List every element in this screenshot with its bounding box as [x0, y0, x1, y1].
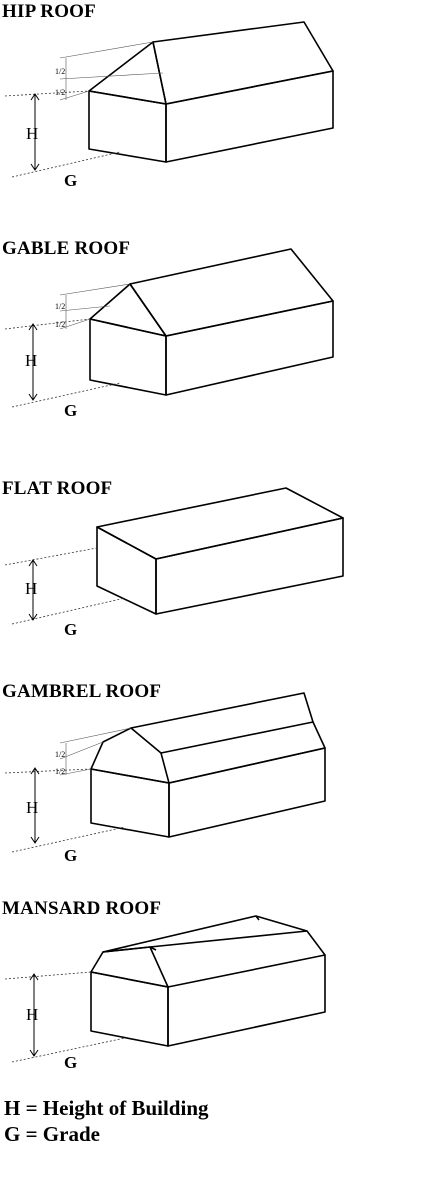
gable-roof-title: GABLE ROOF: [2, 238, 131, 259]
gambrel-roof-height-label: H: [26, 798, 38, 817]
mansard-roof-front-wall: [90, 971, 169, 1047]
gambrel-roof-slopes: [130, 692, 326, 749]
gambrel-roof-diagram: 1/2 1/2 H G: [4, 692, 326, 865]
gambrel-roof-half-upper: 1/2: [55, 750, 65, 759]
mansard-roof-top: [102, 915, 308, 953]
mansard-roof-front-slope: [90, 946, 169, 988]
legend-height: H = Height of Building: [4, 1096, 209, 1120]
gable-roof-half-upper: 1/2: [55, 302, 65, 311]
gambrel-roof-half-lower: 1/2: [55, 767, 65, 776]
gambrel-roof-gable-end: [90, 727, 170, 784]
gable-roof-gable-end: [89, 283, 167, 337]
gable-roof-slope: [129, 248, 334, 337]
hip-roof-title: HIP ROOF: [2, 1, 96, 22]
hip-roof-half-lower: 1/2: [55, 88, 65, 97]
hip-roof-diagram: 1/2 1/2 H G: [4, 21, 334, 190]
gambrel-roof-grade-label: G: [64, 846, 77, 865]
hip-roof-side-wall: [165, 70, 334, 163]
flat-roof-front-wall: [96, 526, 157, 615]
hip-roof-half-upper: 1/2: [55, 67, 65, 76]
mansard-roof-grade-label: G: [64, 1053, 77, 1072]
gambrel-roof-title: GAMBREL ROOF: [2, 681, 162, 702]
gambrel-roof-side-wall: [168, 747, 326, 838]
flat-roof-side-wall: [155, 517, 344, 615]
flat-roof-grade-label: G: [64, 620, 77, 639]
gable-roof-grade-label: G: [64, 401, 77, 420]
legend-grade: G = Grade: [4, 1122, 100, 1146]
hip-roof-grade-label: G: [64, 171, 77, 190]
hip-roof-slope: [152, 21, 334, 105]
flat-roof-diagram: H G: [4, 487, 344, 639]
gable-roof-height-label: H: [25, 351, 37, 370]
hip-roof-height-label: H: [26, 124, 38, 143]
flat-roof-top: [96, 487, 344, 560]
mansard-roof-title: MANSARD ROOF: [2, 898, 162, 919]
gable-roof-half-lower: 1/2: [55, 320, 65, 329]
flat-roof-title: FLAT ROOF: [2, 478, 113, 499]
mansard-roof-height-label: H: [26, 1005, 38, 1024]
mansard-roof-side-wall: [167, 954, 326, 1047]
gable-roof-side-wall: [165, 300, 334, 396]
mansard-roof-diagram: H G: [4, 915, 326, 1072]
flat-roof-height-label: H: [25, 579, 37, 598]
gable-roof-diagram: 1/2 1/2 H G: [4, 248, 334, 420]
gambrel-roof-front-wall: [90, 768, 170, 838]
gable-roof-front-wall: [89, 318, 167, 396]
